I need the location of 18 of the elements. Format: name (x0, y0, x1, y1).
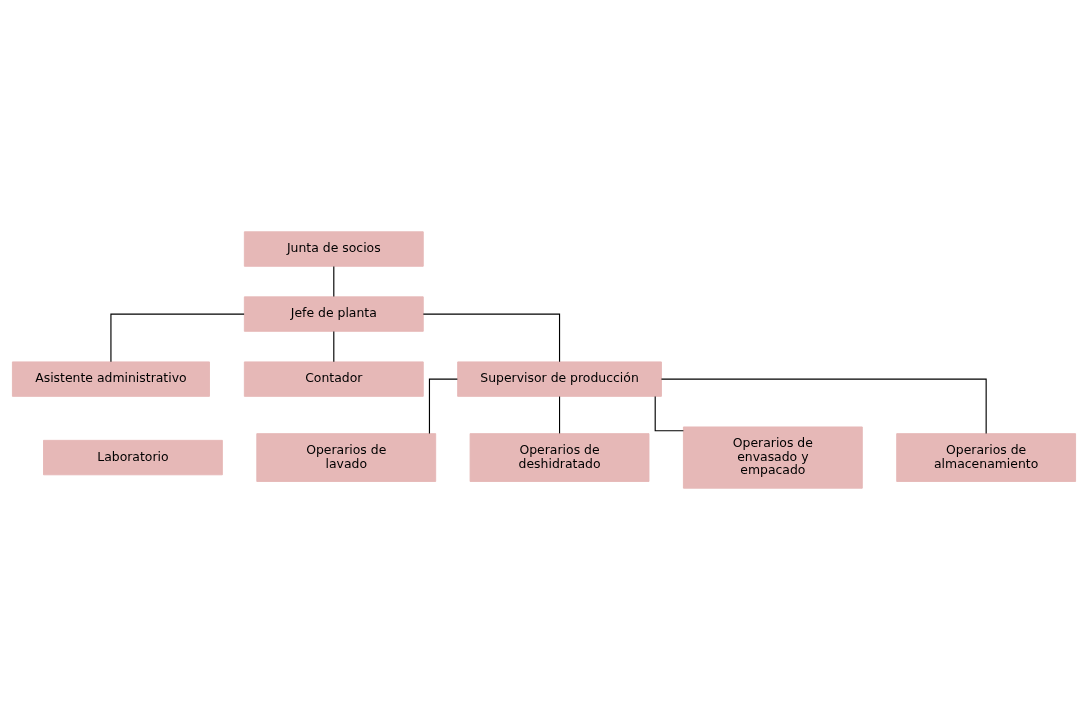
node-box: Laboratorio (43, 439, 223, 476)
node-box: Jefe de planta (243, 296, 424, 332)
node-box: Contador (243, 361, 424, 397)
node-box: Operarios de deshidratado (469, 433, 650, 482)
connector (333, 265, 335, 298)
connector (558, 395, 561, 434)
node-box: Junta de socios (243, 231, 424, 267)
connector (333, 330, 335, 363)
connector (660, 378, 987, 435)
connector (422, 313, 561, 363)
node-box: Asistente administrativo (11, 361, 210, 397)
connector (654, 396, 684, 432)
node-box: Supervisor de producción (457, 361, 662, 397)
node-box: Operarios de lavado (256, 433, 437, 482)
connector (428, 378, 458, 435)
node-box: Operarios de almacenamiento (896, 433, 1077, 482)
node-box: Operarios de envasado y empacado (682, 426, 863, 489)
connector (110, 313, 245, 363)
